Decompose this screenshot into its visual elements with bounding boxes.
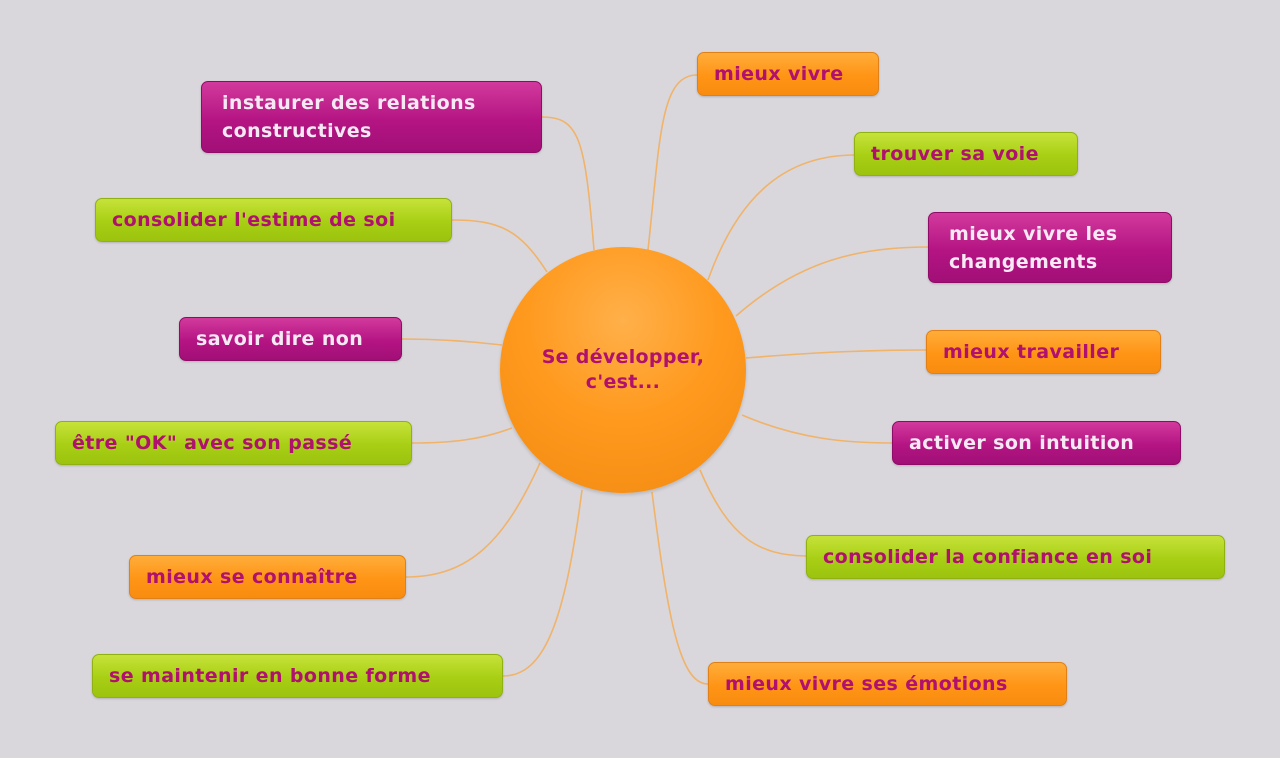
link-etre-ok: [411, 427, 513, 444]
link-consolider-estime: [451, 219, 548, 273]
node-mieux-vivre-changements[interactable]: mieux vivre les changements: [928, 212, 1172, 283]
node-savoir-dire-non[interactable]: savoir dire non: [179, 317, 402, 361]
node-trouver-sa-voie[interactable]: trouver sa voie: [854, 132, 1078, 176]
node-mieux-vivre[interactable]: mieux vivre: [697, 52, 879, 96]
link-mieux-se-connaitre: [405, 462, 541, 578]
node-mieux-travailler[interactable]: mieux travailler: [926, 330, 1161, 374]
node-etre-ok[interactable]: être "OK" avec son passé: [55, 421, 412, 465]
link-se-maintenir: [502, 489, 583, 677]
node-se-maintenir[interactable]: se maintenir en bonne forme: [92, 654, 503, 698]
link-trouver-sa-voie: [707, 154, 856, 281]
node-consolider-estime[interactable]: consolider l'estime de soi: [95, 198, 452, 242]
link-activer-intuition: [741, 414, 893, 444]
link-mieux-vivre: [647, 74, 698, 251]
node-activer-intuition[interactable]: activer son intuition: [892, 421, 1181, 465]
node-mieux-vivre-emotions[interactable]: mieux vivre ses émotions: [708, 662, 1067, 706]
node-mieux-se-connaitre[interactable]: mieux se connaître: [129, 555, 406, 599]
link-mieux-vivre-changements: [735, 246, 929, 317]
link-consolider-confiance: [699, 469, 807, 557]
central-topic[interactable]: Se développer, c'est...: [500, 247, 746, 493]
link-instaurer-relations: [541, 116, 595, 251]
link-mieux-travailler: [745, 349, 927, 359]
link-mieux-vivre-emotions: [651, 491, 709, 685]
node-consolider-confiance[interactable]: consolider la confiance en soi: [806, 535, 1225, 579]
node-instaurer-relations[interactable]: instaurer des relations constructives: [201, 81, 542, 153]
link-savoir-dire-non: [401, 338, 503, 346]
